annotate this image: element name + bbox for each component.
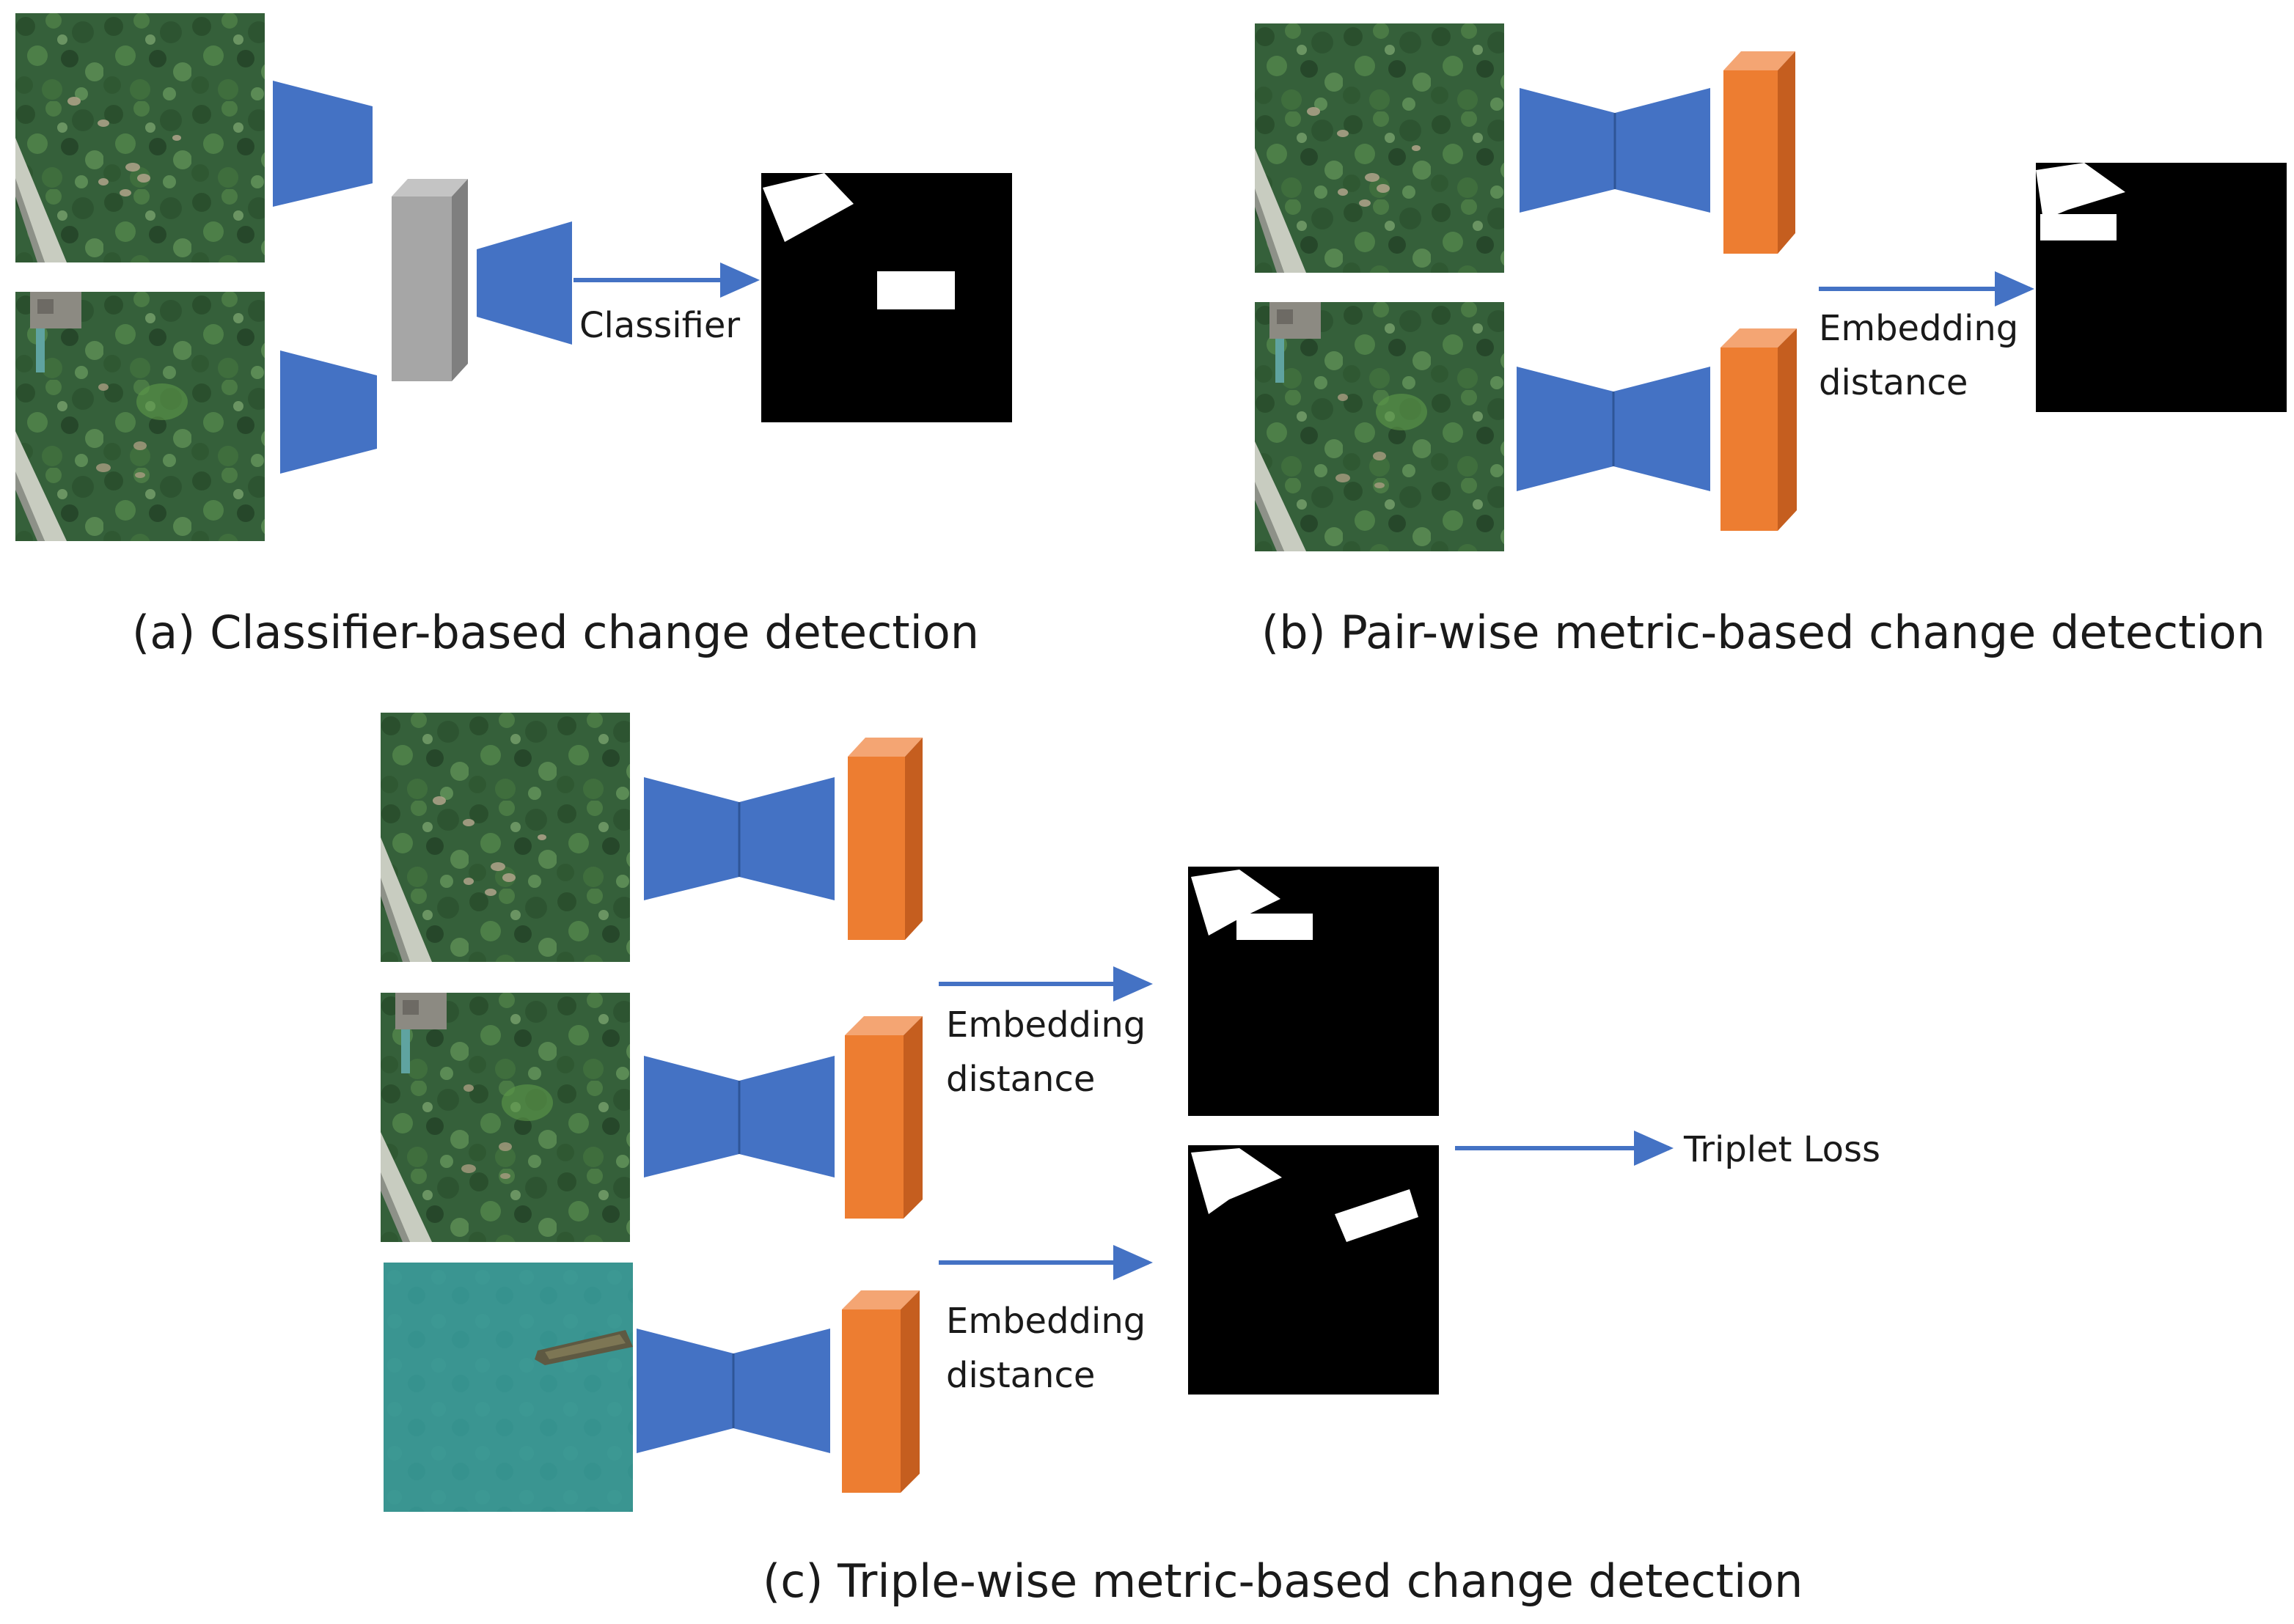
panel-c-arrow-2-label-line2: distance — [946, 1355, 1095, 1396]
panel-a-arrow-label: Classifier — [579, 305, 740, 346]
panel-a-feature-block — [392, 179, 468, 381]
panel-c: Embedding distance Embedding distance Tr… — [381, 713, 1880, 1608]
panel-b: Embedding distance (b) Pair-wise metric-… — [1255, 23, 2287, 659]
panel-b-image-t1 — [1255, 23, 1504, 273]
panel-c-change-mask-negative — [1188, 1145, 1439, 1395]
panel-c-image-negative — [384, 1263, 633, 1512]
panel-c-arrow-1-label-line1: Embedding — [946, 1004, 1146, 1046]
panel-a-caption: (a) Classifier-based change detection — [132, 606, 979, 659]
panel-c-embedding-2 — [845, 1016, 923, 1219]
panel-c-image-anchor — [381, 713, 630, 962]
panel-c-change-mask-positive — [1188, 867, 1439, 1116]
panel-c-arrow-1-label-line2: distance — [946, 1059, 1095, 1100]
panel-b-embedding-1 — [1723, 51, 1795, 254]
panel-a-encoder-1 — [273, 81, 373, 207]
panel-c-embedding-1 — [848, 738, 923, 940]
panel-b-change-mask — [2036, 163, 2287, 412]
panel-b-embedding-2 — [1720, 328, 1797, 531]
panel-a-encoder-2 — [280, 350, 377, 474]
panel-c-image-positive — [381, 993, 630, 1242]
panel-a-classifier-head — [477, 221, 572, 345]
panel-c-arrow-2-label-line1: Embedding — [946, 1301, 1146, 1342]
panel-a-change-mask — [761, 173, 1012, 422]
panel-a-image-t1 — [15, 13, 265, 262]
panel-b-arrow-label-line2: distance — [1819, 362, 1968, 403]
panel-c-loss-label: Triplet Loss — [1683, 1129, 1880, 1170]
panel-c-caption: (c) Triple-wise metric-based change dete… — [763, 1554, 1803, 1608]
panel-b-arrow-label-line1: Embedding — [1819, 308, 2018, 349]
panel-c-embedding-3 — [842, 1290, 920, 1493]
panel-a: Classifier (a) Classifier-based change d… — [15, 13, 1012, 659]
panel-a-image-t2 — [15, 292, 265, 541]
panel-b-caption: (b) Pair-wise metric-based change detect… — [1261, 606, 2265, 659]
panel-b-image-t2 — [1255, 302, 1504, 551]
